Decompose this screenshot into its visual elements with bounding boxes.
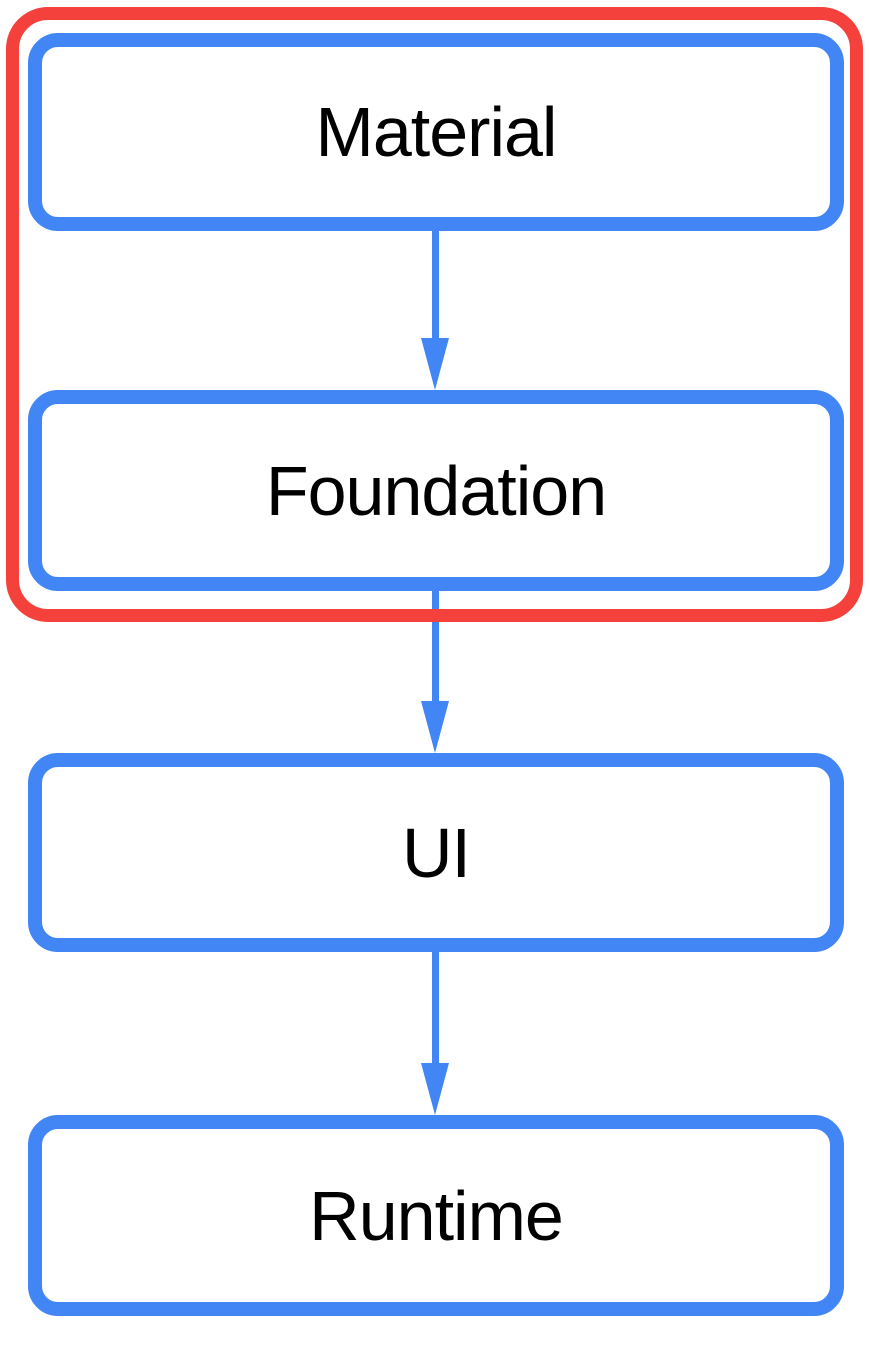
arrow-material-foundation-shaft — [432, 228, 439, 340]
node-foundation: Foundation — [28, 390, 844, 591]
node-runtime-label: Runtime — [309, 1176, 564, 1255]
node-material: Material — [28, 33, 844, 231]
node-ui-label: UI — [402, 813, 471, 892]
arrow-material-foundation-head-icon — [421, 338, 449, 390]
arrow-ui-runtime-shaft — [432, 950, 439, 1065]
arrow-foundation-ui-head-icon — [421, 701, 449, 753]
highlight-group-outline — [6, 7, 863, 622]
node-ui: UI — [28, 753, 844, 952]
node-runtime: Runtime — [28, 1115, 844, 1316]
node-foundation-label: Foundation — [265, 451, 607, 530]
arrow-ui-runtime-head-icon — [421, 1063, 449, 1115]
arrow-foundation-ui-shaft — [432, 589, 439, 703]
node-material-label: Material — [315, 93, 558, 171]
